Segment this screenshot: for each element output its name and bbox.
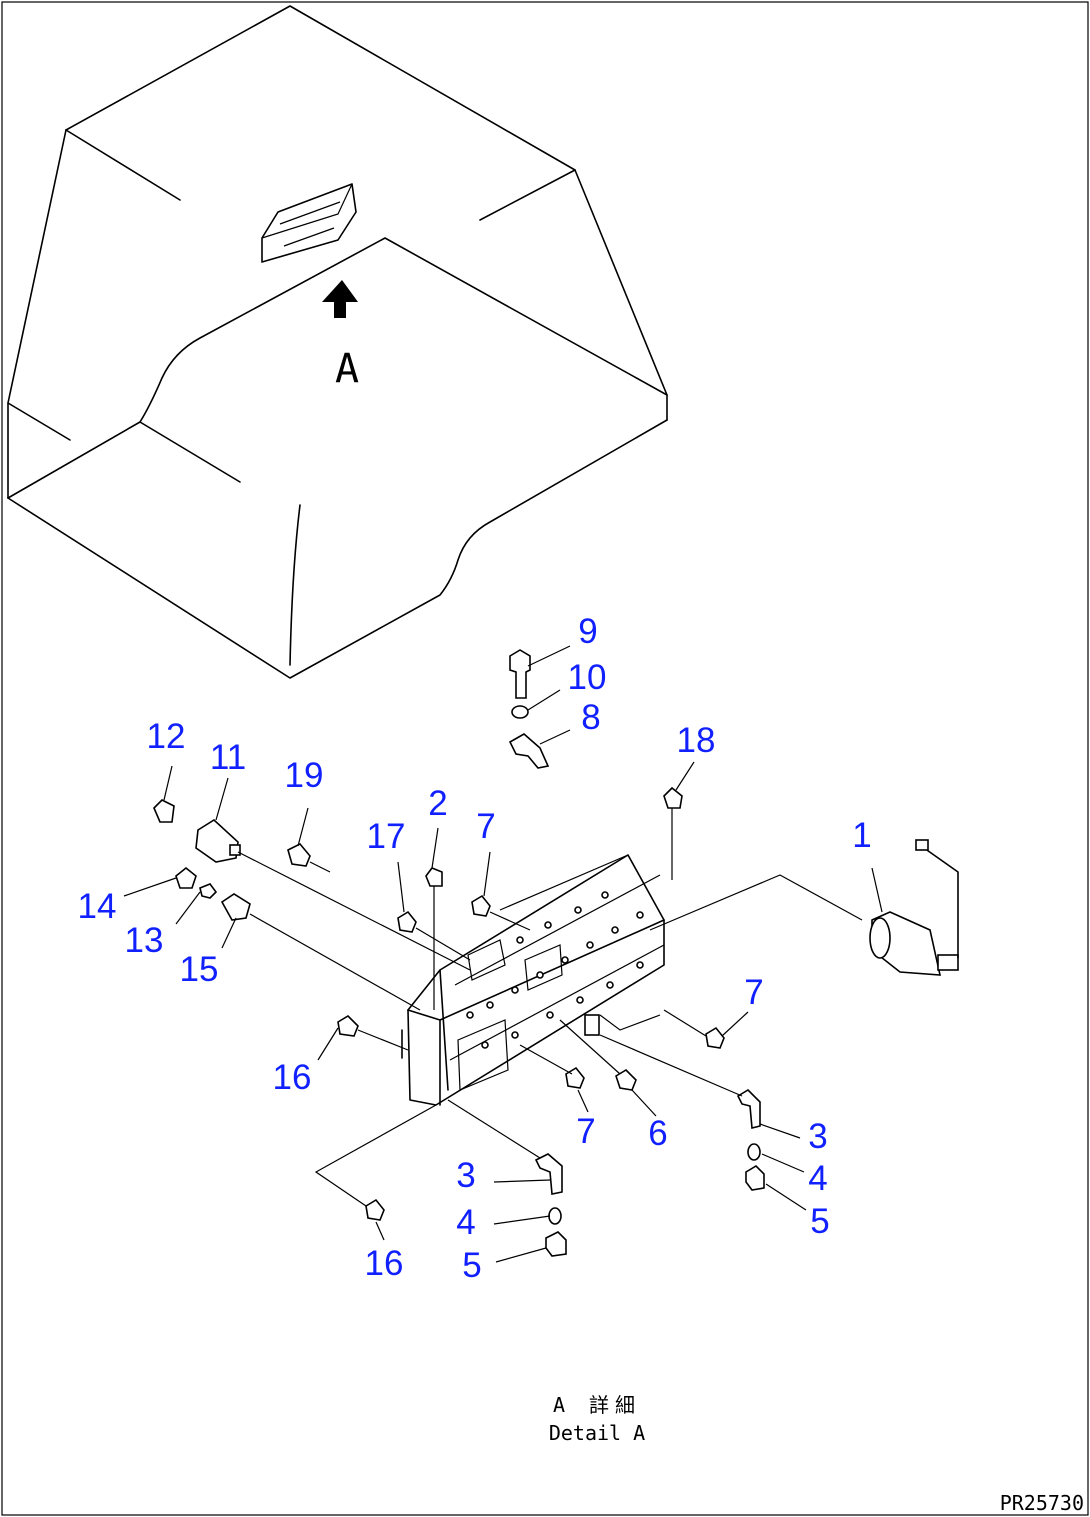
part-12-plug bbox=[153, 799, 175, 823]
leader-lines bbox=[123, 645, 883, 1263]
part-6-plug bbox=[615, 1068, 637, 1091]
part-3-elbow-lower bbox=[534, 1153, 563, 1195]
callout-16-lower: 16 bbox=[365, 1244, 404, 1283]
bracket-assembly bbox=[401, 854, 665, 1106]
callout-12: 12 bbox=[147, 717, 186, 756]
callout-7-right: 7 bbox=[744, 973, 763, 1012]
part-2-plug bbox=[425, 867, 443, 887]
cab-housing bbox=[7, 5, 668, 679]
callout-5-lower: 5 bbox=[462, 1246, 481, 1285]
part-9-bolt bbox=[509, 649, 531, 699]
part-15-fitting bbox=[220, 893, 251, 921]
part-4-washer-right bbox=[747, 1143, 761, 1161]
callout-6: 6 bbox=[648, 1114, 667, 1153]
callout-3-lower: 3 bbox=[456, 1156, 475, 1195]
part-19-plug bbox=[287, 843, 311, 867]
callout-8: 8 bbox=[581, 698, 600, 737]
callout-4-right: 4 bbox=[808, 1159, 827, 1198]
callout-13: 13 bbox=[125, 921, 164, 960]
part-5-nut-lower bbox=[545, 1231, 567, 1257]
view-arrow-icon bbox=[322, 280, 358, 318]
callout-15: 15 bbox=[180, 950, 219, 989]
part-5-nut-right bbox=[745, 1164, 765, 1191]
callout-4-lower: 4 bbox=[456, 1203, 475, 1242]
part-1-buzzer bbox=[869, 839, 959, 976]
callout-18: 18 bbox=[677, 721, 716, 760]
part-14-plug bbox=[175, 866, 197, 889]
callout-11: 11 bbox=[210, 738, 246, 777]
callout-14: 14 bbox=[78, 887, 117, 926]
controller-location bbox=[261, 183, 357, 263]
part-7-plug-upper bbox=[471, 894, 491, 917]
callout-1: 1 bbox=[852, 816, 871, 855]
part-4-washer-lower bbox=[548, 1207, 562, 1225]
part-17-plug bbox=[397, 910, 417, 933]
part-7-plug-lower bbox=[565, 1066, 585, 1089]
callout-3-right: 3 bbox=[808, 1117, 827, 1156]
part-11-switch bbox=[195, 818, 241, 863]
part-3-elbow-right bbox=[736, 1088, 761, 1130]
callout-7-lower: 7 bbox=[576, 1112, 595, 1151]
detail-caption-jp: A 詳細 bbox=[553, 1393, 641, 1417]
callout-16-left: 16 bbox=[273, 1058, 312, 1097]
callout-5-right: 5 bbox=[810, 1202, 829, 1241]
assembly-lines bbox=[237, 808, 863, 1207]
detail-caption-en: Detail A bbox=[549, 1421, 645, 1445]
part-13-washer bbox=[199, 883, 218, 899]
part-16-plug-left bbox=[337, 1014, 359, 1037]
callout-17: 17 bbox=[367, 817, 406, 856]
callout-2: 2 bbox=[428, 784, 447, 823]
drawing-number: PR25730 bbox=[1000, 1491, 1084, 1515]
view-label: A bbox=[335, 346, 359, 392]
callout-19: 19 bbox=[285, 756, 324, 795]
callout-7-upper: 7 bbox=[476, 807, 495, 846]
part-8-clamp bbox=[508, 733, 550, 769]
part-7-plug-right bbox=[705, 1026, 725, 1049]
part-18-plug bbox=[663, 786, 683, 809]
callout-10: 10 bbox=[568, 658, 607, 697]
part-10-washer bbox=[511, 705, 529, 719]
part-16-plug-lower bbox=[365, 1198, 385, 1221]
callout-9: 9 bbox=[578, 612, 597, 651]
